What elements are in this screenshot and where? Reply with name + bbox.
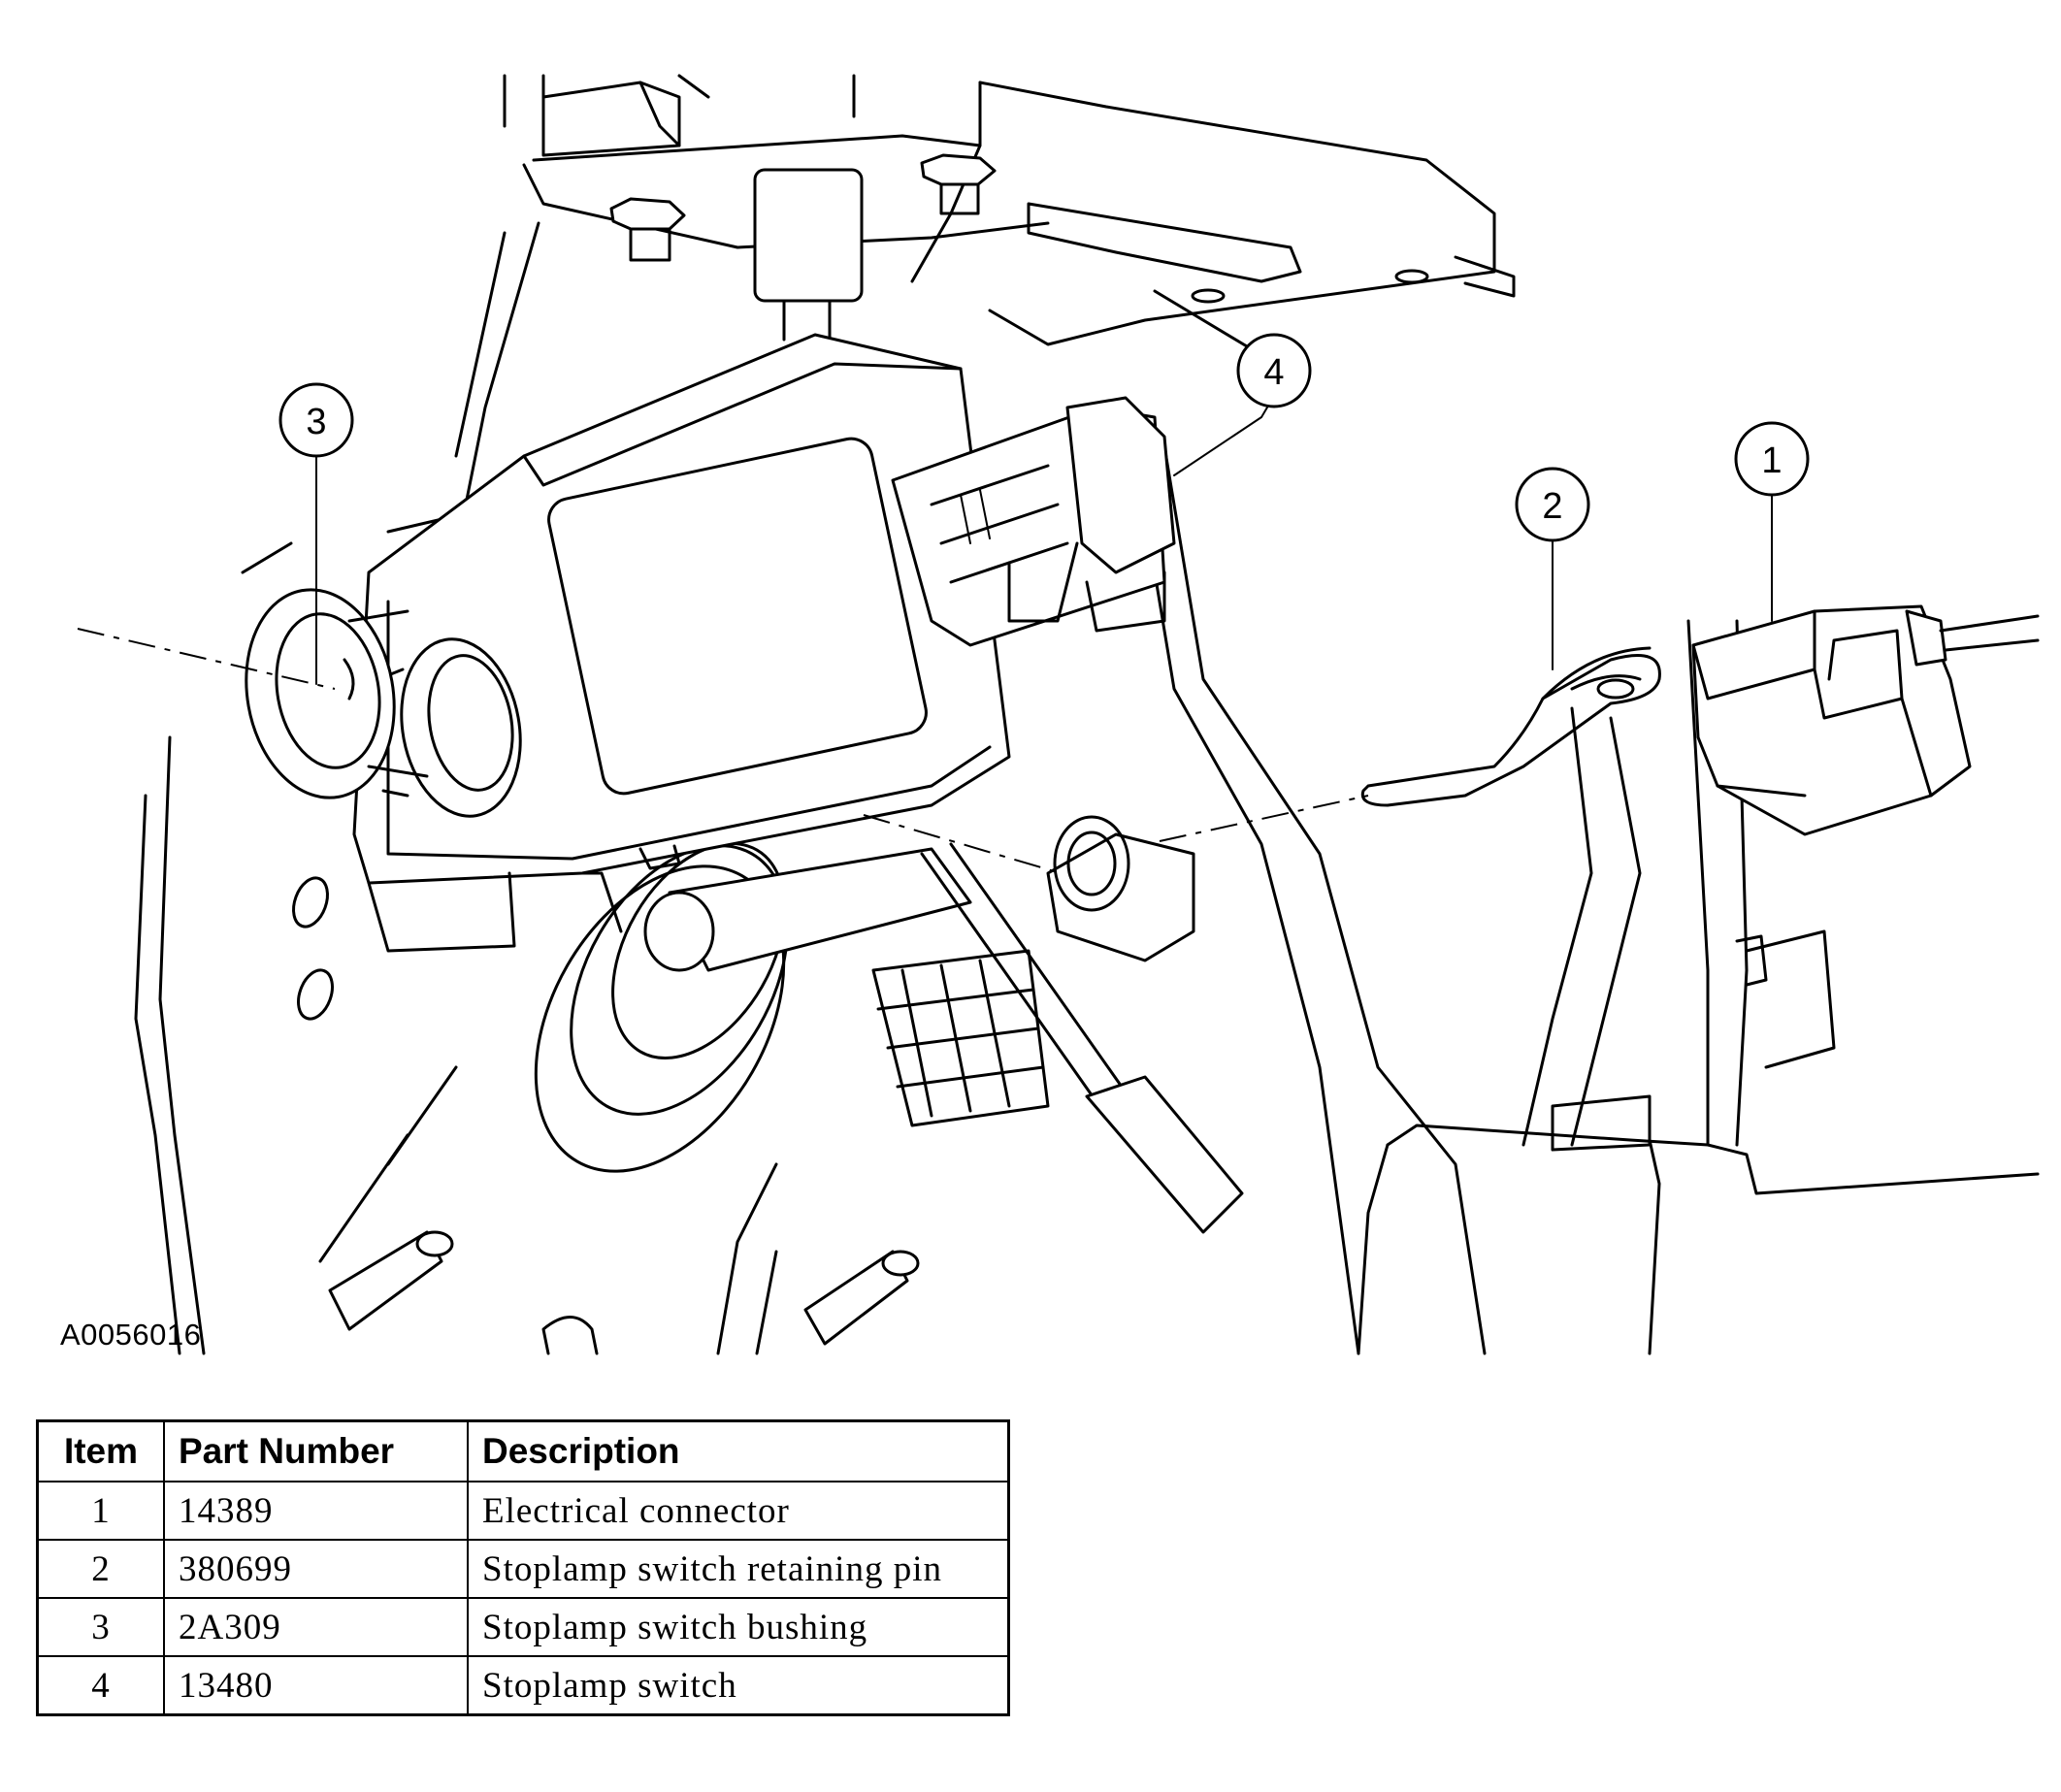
column-header-description: Description — [467, 1419, 1010, 1482]
callout-1: 1 — [1734, 421, 1810, 497]
electrical-connector — [1691, 604, 2040, 836]
retaining-pin — [1360, 646, 1661, 807]
description-cell: Electrical connector — [467, 1481, 1010, 1541]
description-cell: Stoplamp switch bushing — [467, 1597, 1010, 1657]
stoplamp-switch-bushing — [245, 588, 522, 818]
pin-bore — [1053, 815, 1130, 912]
callout-3: 3 — [278, 382, 354, 458]
item-cell: 2 — [36, 1539, 165, 1599]
svg-text:2: 2 — [1542, 486, 1562, 527]
item-cell: 4 — [36, 1655, 165, 1716]
description-cell: Stoplamp switch retaining pin — [467, 1539, 1010, 1599]
callout-4: 4 — [1236, 333, 1312, 408]
pedal-arm — [1133, 444, 2040, 1355]
svg-text:3: 3 — [306, 402, 326, 442]
part-number-cell: 14389 — [163, 1481, 469, 1541]
svg-text:4: 4 — [1263, 352, 1284, 393]
table-header-row: Item Part Number Description — [36, 1419, 1010, 1482]
exploded-view-illustration: 3 4 2 1 — [77, 74, 2040, 1355]
part-number-cell: 380699 — [163, 1539, 469, 1599]
column-header-item: Item — [36, 1419, 165, 1482]
figure-id: A0056016 — [60, 1318, 202, 1352]
table-row: 1 14389 Electrical connector — [36, 1481, 1010, 1541]
table-row: 2 380699 Stoplamp switch retaining pin — [36, 1539, 1010, 1599]
parts-table: Item Part Number Description 1 14389 Ele… — [36, 1419, 1010, 1716]
description-cell: Stoplamp switch — [467, 1655, 1010, 1716]
table-row: 3 2A309 Stoplamp switch bushing — [36, 1597, 1010, 1657]
item-cell: 1 — [36, 1481, 165, 1541]
callout-2: 2 — [1515, 467, 1590, 542]
assembly-axis-lines — [77, 628, 1369, 879]
part-number-cell: 2A309 — [163, 1597, 469, 1657]
stoplamp-switch — [352, 333, 1176, 953]
part-number-cell: 13480 — [163, 1655, 469, 1716]
column-header-part-number: Part Number — [163, 1419, 469, 1482]
table-row: 4 13480 Stoplamp switch — [36, 1655, 1010, 1716]
item-cell: 3 — [36, 1597, 165, 1657]
pedal-support-bracket — [134, 74, 1516, 1355]
pedal-hub — [292, 842, 1244, 1355]
svg-text:1: 1 — [1761, 440, 1782, 481]
